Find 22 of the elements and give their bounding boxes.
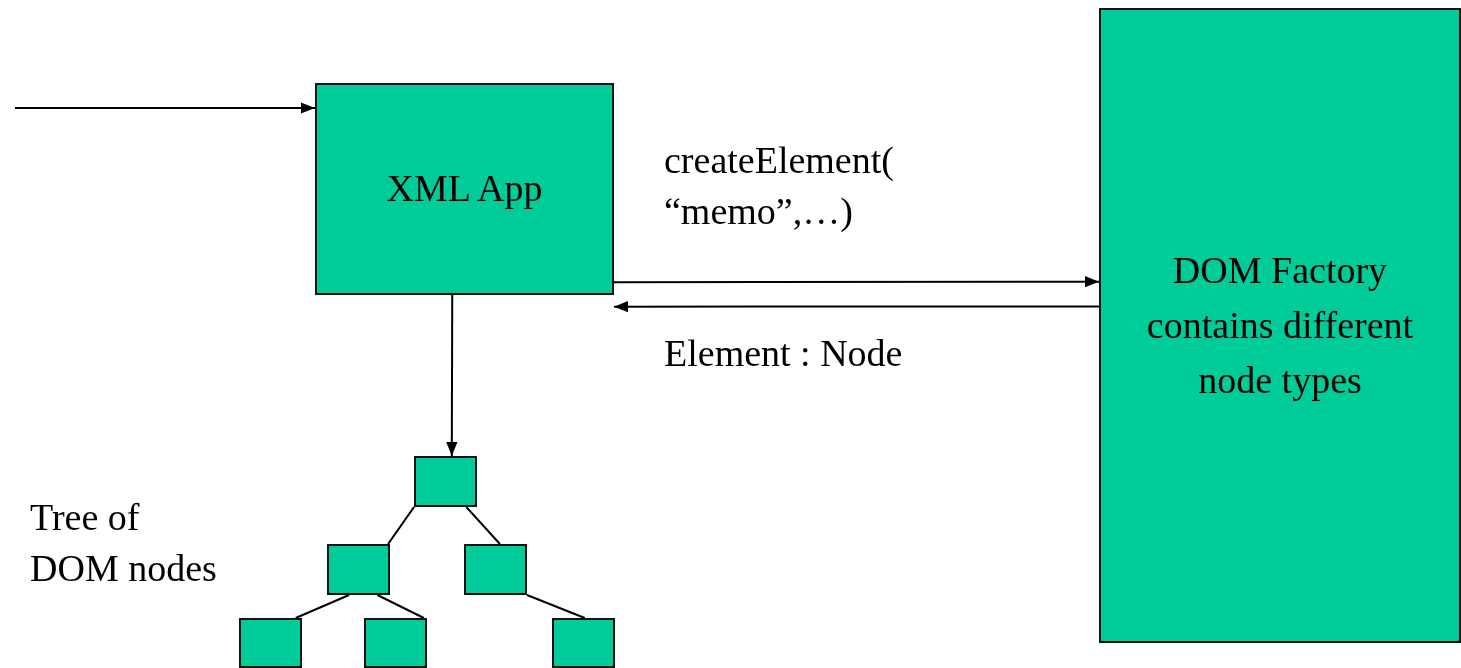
edge-label: Element : Node bbox=[664, 331, 904, 376]
tree-caption: Tree of DOM nodes bbox=[30, 495, 218, 592]
arrow bbox=[613, 276, 1100, 288]
tree-node-box bbox=[364, 618, 427, 668]
connector-line bbox=[387, 506, 415, 545]
component-box bbox=[1099, 8, 1461, 643]
edge-label: createElement( “memo”,…) bbox=[664, 138, 895, 235]
node-label: DOM Factory contains different node types bbox=[1145, 247, 1415, 404]
connector-line bbox=[376, 594, 425, 619]
connector-line bbox=[294, 594, 351, 619]
arrow bbox=[446, 294, 458, 457]
connector-line bbox=[526, 594, 586, 619]
tree-node-box bbox=[552, 618, 615, 668]
arrow bbox=[613, 301, 1100, 313]
tree-node-box bbox=[239, 618, 302, 668]
node-label: XML App bbox=[386, 166, 543, 212]
tree-node-box bbox=[414, 456, 477, 507]
connector-line bbox=[465, 506, 501, 545]
tree-node-box bbox=[464, 544, 527, 595]
tree-node-box bbox=[327, 544, 390, 595]
process-box bbox=[315, 83, 614, 295]
arrow bbox=[14, 102, 316, 114]
